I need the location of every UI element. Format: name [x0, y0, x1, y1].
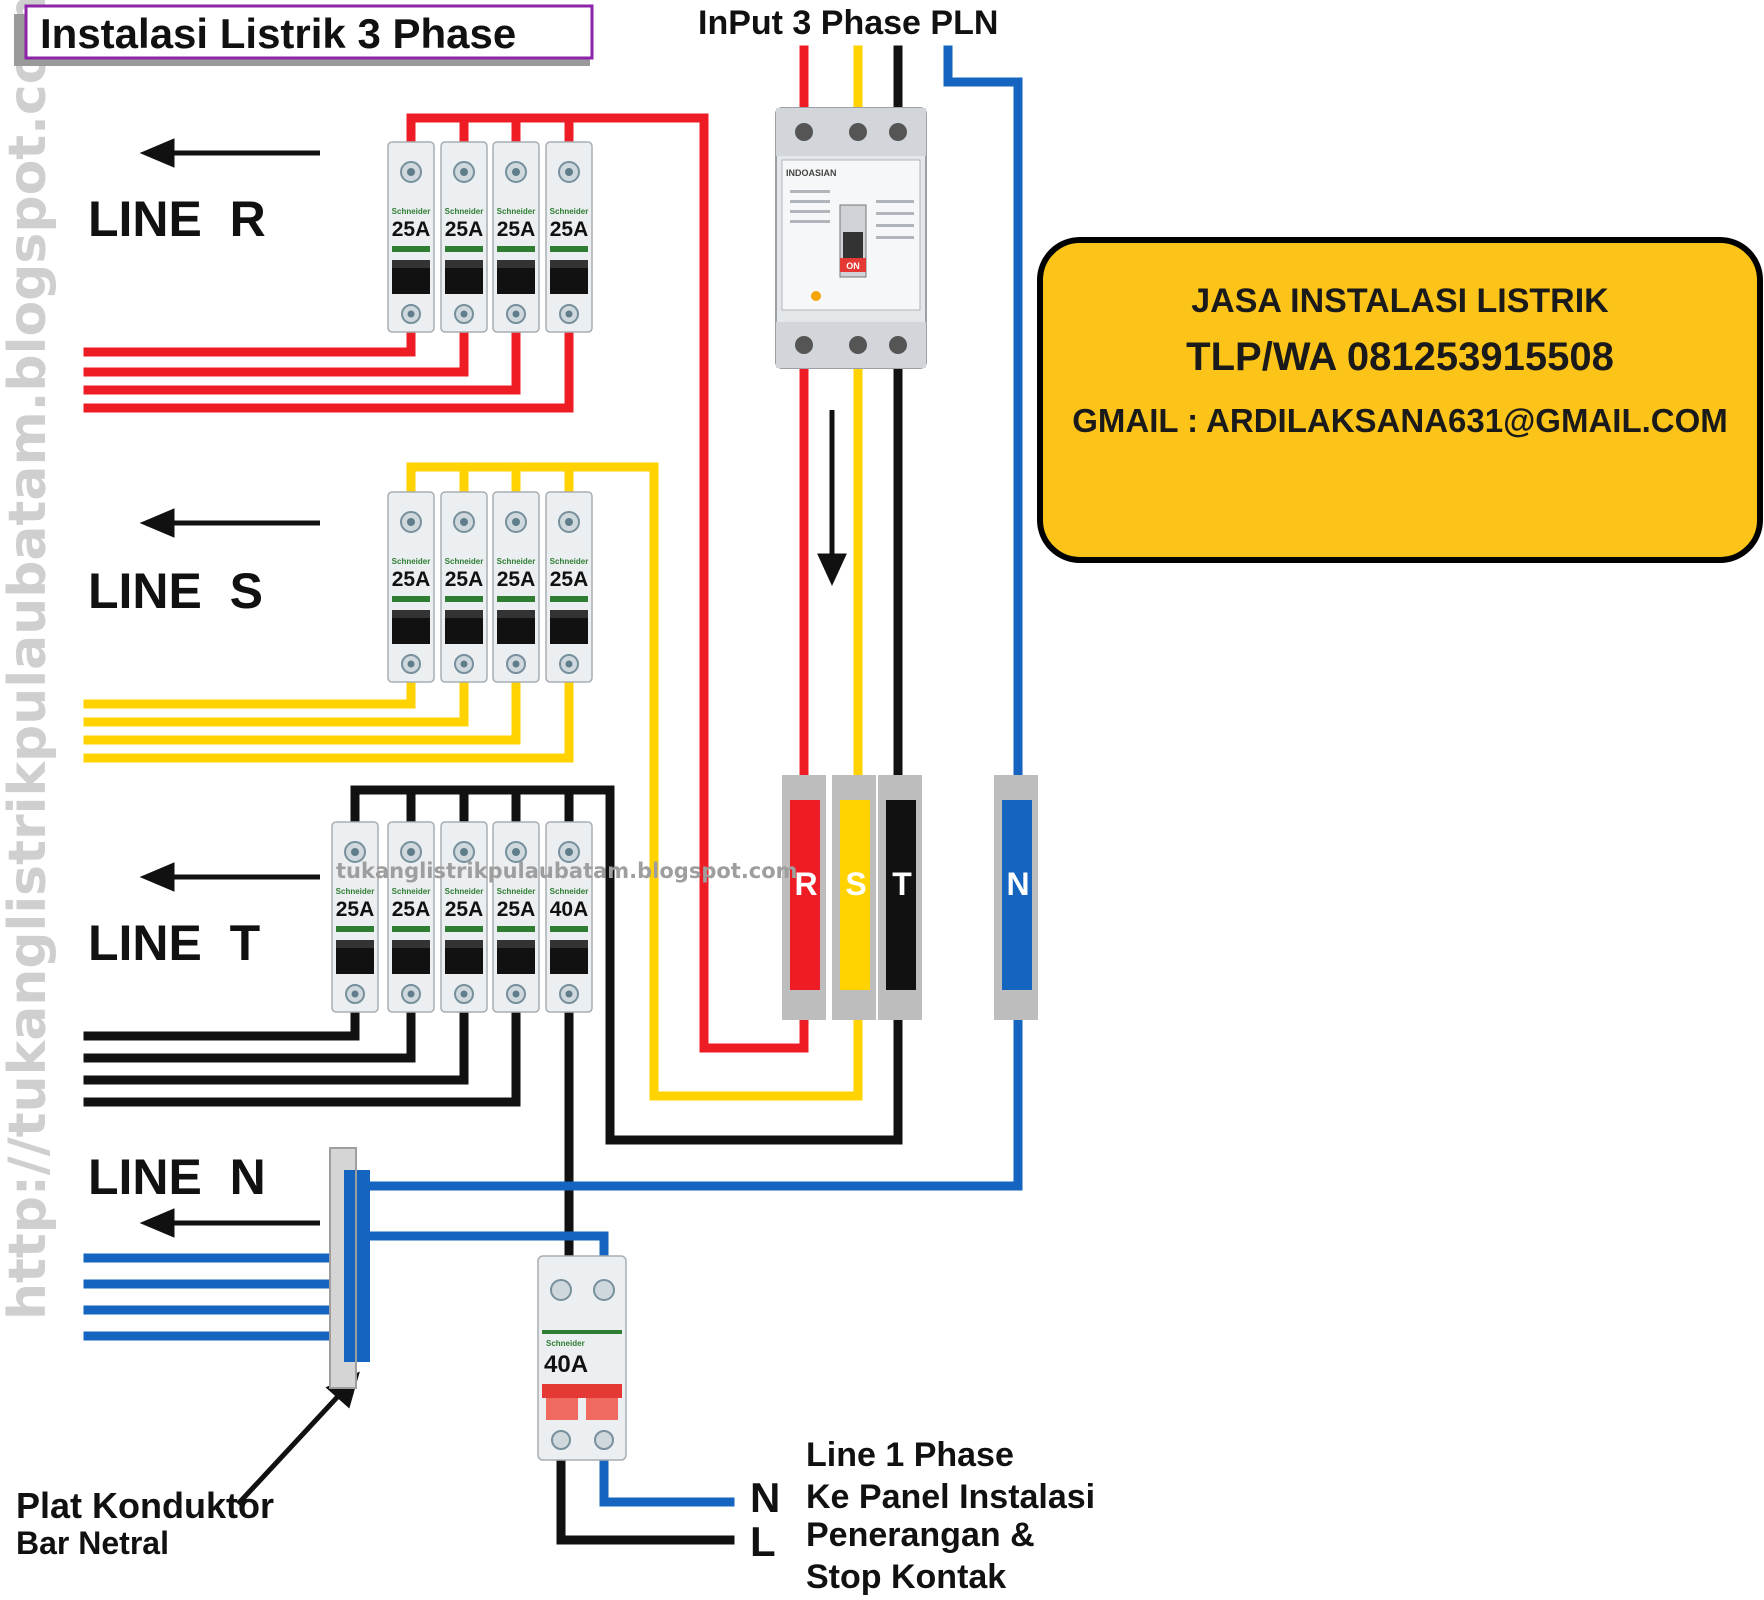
busbar-r: R	[782, 775, 826, 1020]
mcb-breaker-r-2: Schneider 25A	[440, 141, 488, 333]
breaker-brand: Schneider	[550, 207, 589, 216]
line-s-label: LINE S	[88, 563, 263, 619]
arrow-icon	[139, 508, 320, 538]
output-n-label: N	[750, 1474, 780, 1521]
mcb-single-phase-breaker: Schneider 40A	[537, 1255, 627, 1461]
mcb-breaker-t-4: Schneider 25A	[492, 821, 540, 1013]
mcb-breaker-t-3: Schneider 25A	[440, 821, 488, 1013]
output-desc-4: Stop Kontak	[806, 1558, 1006, 1596]
line-n-label: LINE N	[88, 1149, 266, 1205]
wire-black-top	[406, 785, 574, 833]
mccb-brand: INDOASIAN	[786, 168, 837, 178]
breaker-rating: 25A	[497, 898, 536, 921]
mccb-main-breaker: INDOASIAN ON	[775, 107, 927, 369]
wire-blue-single-phase	[365, 1231, 735, 1507]
wire-blue-feed	[365, 1005, 1023, 1191]
output-desc-3: Penerangan &	[806, 1516, 1035, 1554]
title-box: Instalasi Listrik 3 Phase	[14, 4, 594, 66]
contact-banner: JASA INSTALASI LISTRIK TLP/WA 0812539155…	[1037, 237, 1763, 563]
breaker-brand: Schneider	[497, 557, 536, 566]
line-t-label: LINE T	[88, 915, 260, 971]
breaker-rating: 25A	[550, 568, 589, 591]
wire-yellow-out	[83, 675, 574, 763]
breaker-rating: 25A	[445, 568, 484, 591]
arrow-icon	[139, 1208, 320, 1238]
mcb-breaker-r-1: Schneider 25A	[387, 141, 435, 333]
neutral-bar	[329, 1147, 370, 1389]
neutral-bar-label-1: Plat Konduktor	[16, 1485, 274, 1526]
arrow-icon	[139, 862, 320, 892]
breaker-rating: 25A	[392, 568, 431, 591]
breaker-rating: 25A	[445, 898, 484, 921]
svg-text:N: N	[1006, 866, 1029, 902]
mcb-breaker-s-1: Schneider 25A	[387, 491, 435, 683]
wire-black-out	[83, 1005, 521, 1107]
breaker-rating: 25A	[550, 218, 589, 241]
breaker-brand: Schneider	[445, 887, 484, 896]
breaker-rating: 40A	[544, 1351, 588, 1378]
ad-line-3: GMAIL : ARDILAKSANA631@GMAIL.COM	[1072, 402, 1728, 439]
breaker-rating: 40A	[550, 898, 589, 921]
breaker-brand: Schneider	[445, 207, 484, 216]
svg-text:R: R	[794, 866, 817, 902]
breaker-rating: 25A	[497, 218, 536, 241]
breaker-rating: 25A	[445, 218, 484, 241]
breaker-brand: Schneider	[546, 1339, 585, 1348]
wire-blue-out	[83, 1253, 350, 1341]
page-title: Instalasi Listrik 3 Phase	[40, 10, 516, 57]
mcb-breaker-s-4: Schneider 25A	[545, 491, 593, 683]
breaker-brand: Schneider	[497, 207, 536, 216]
breaker-brand: Schneider	[392, 887, 431, 896]
wire-red-out	[83, 325, 574, 413]
busbar-t: T	[878, 775, 922, 1020]
mcb-breaker-s-3: Schneider 25A	[492, 491, 540, 683]
breaker-brand: Schneider	[336, 887, 375, 896]
neutral-bar-label-2: Bar Netral	[16, 1525, 169, 1561]
ad-line-1: JASA INSTALASI LISTRIK	[1191, 282, 1609, 320]
breaker-brand: Schneider	[392, 557, 431, 566]
breaker-brand: Schneider	[497, 887, 536, 896]
wire-black-single-phase	[556, 1005, 735, 1545]
side-watermark: http://tukanglistrikpulaubatam.blogspot.…	[0, 0, 58, 1320]
mcb-breaker-r-3: Schneider 25A	[492, 141, 540, 333]
mcb-breaker-s-2: Schneider 25A	[440, 491, 488, 683]
busbar-s: S	[832, 775, 876, 1020]
mcb-breaker-t-2: Schneider 25A	[387, 821, 435, 1013]
output-l-label: L	[750, 1518, 776, 1565]
breaker-rating: 25A	[392, 218, 431, 241]
svg-text:S: S	[845, 866, 866, 902]
breaker-rating: 25A	[336, 898, 375, 921]
ad-line-2: TLP/WA 081253915508	[1186, 335, 1614, 379]
wire-blue-input	[943, 45, 1023, 795]
input-label: InPut 3 Phase PLN	[698, 4, 998, 42]
breaker-brand: Schneider	[550, 887, 589, 896]
busbar-n: N	[994, 775, 1038, 1020]
arrow-down-icon	[817, 410, 847, 587]
breaker-brand: Schneider	[392, 207, 431, 216]
breaker-brand: Schneider	[445, 557, 484, 566]
arrow-icon	[139, 138, 320, 168]
output-desc-1: Line 1 Phase	[806, 1436, 1014, 1474]
svg-text:T: T	[892, 866, 912, 902]
breaker-rating: 25A	[497, 568, 536, 591]
breaker-brand: Schneider	[550, 557, 589, 566]
output-desc-2: Ke Panel Instalasi	[806, 1478, 1095, 1516]
mcb-breaker-t-5: Schneider 40A	[545, 821, 593, 1013]
mcb-breaker-r-4: Schneider 25A	[545, 141, 593, 333]
center-watermark: tukanglistrikpulaubatam.blogspot.com	[336, 859, 798, 883]
mcb-breaker-t-1: Schneider 25A	[331, 821, 379, 1013]
breaker-rating: 25A	[392, 898, 431, 921]
line-r-label: LINE R	[88, 191, 266, 247]
mccb-on-label: ON	[846, 261, 860, 271]
